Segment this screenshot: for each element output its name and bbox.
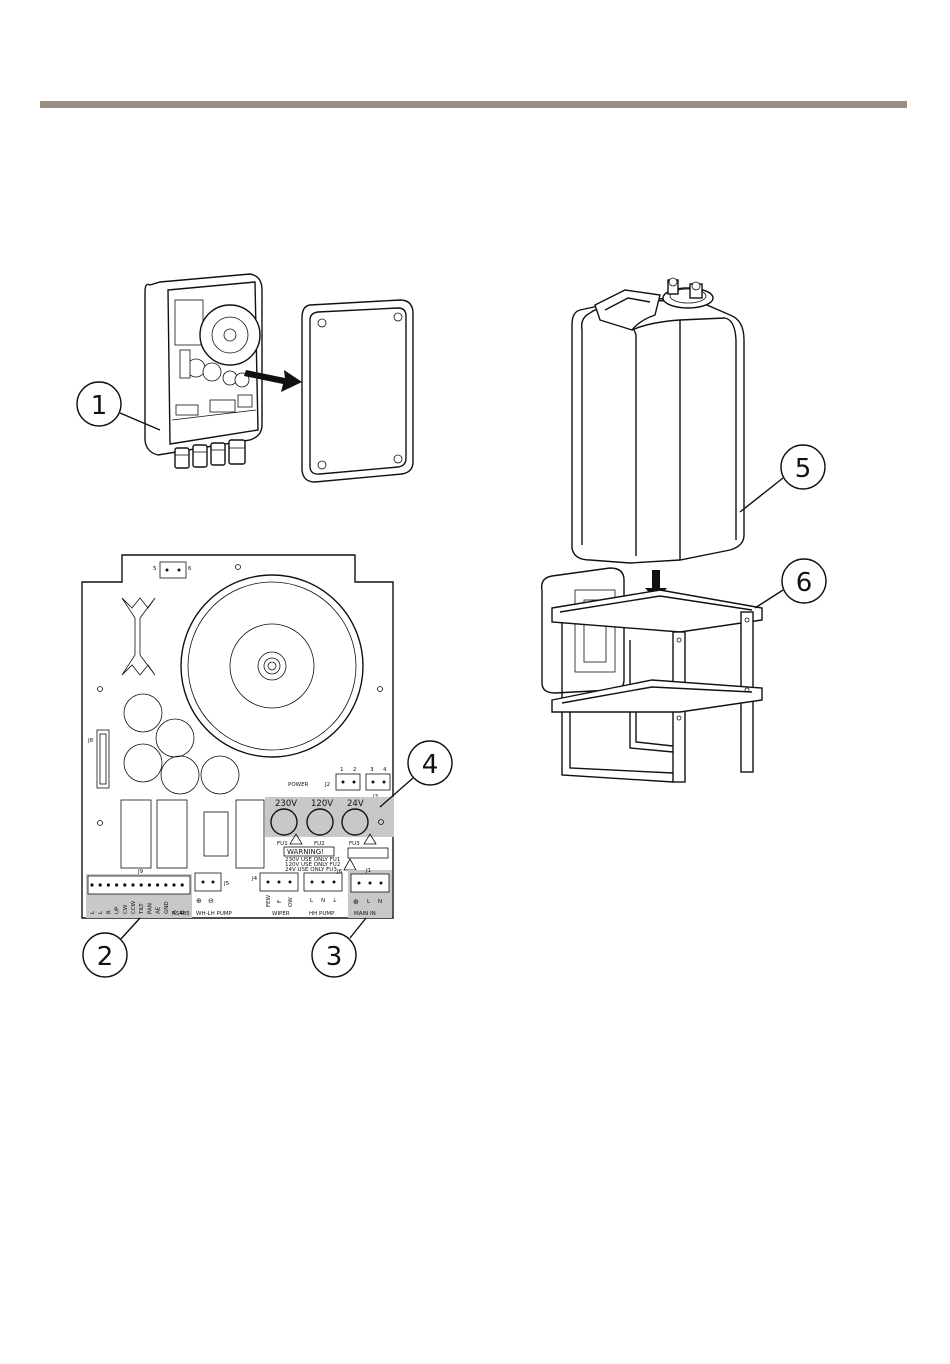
main-in-pin-label: ⊕	[353, 898, 359, 906]
callout-number-4: 4	[422, 750, 439, 780]
terminal-pin	[131, 883, 134, 886]
main-in-label: MAIN IN	[354, 911, 376, 917]
callout-number-3: 3	[326, 942, 343, 972]
callout-2: 2	[83, 918, 140, 977]
warning-title: WARNING!	[287, 848, 324, 856]
terminal-pin	[172, 883, 175, 886]
main-in-pin-label: N	[378, 899, 382, 905]
control-box-open	[145, 274, 302, 468]
pump-terminal-sign: ⊖	[208, 897, 214, 905]
wiper-pin-label: OW	[288, 897, 294, 907]
callout-number-1: 1	[91, 391, 108, 421]
fuse-voltage-24: 24V	[347, 799, 364, 809]
wh-lh-pump-label: WH-LH PUMP	[196, 911, 233, 917]
j-label: J1	[365, 868, 371, 874]
terminal-pin	[115, 883, 118, 886]
fuse-voltage-120: 120V	[311, 799, 333, 809]
terminal-pin	[148, 883, 151, 886]
terminal-label: PAN	[147, 903, 153, 914]
j-label: J4	[251, 876, 258, 882]
tank-frame	[542, 568, 762, 782]
fuse-label: FU2	[314, 841, 325, 847]
pin-number: 1	[340, 767, 344, 773]
washer-tank	[572, 278, 744, 600]
j-label: J8	[87, 738, 94, 744]
callout-5: 5	[740, 445, 825, 512]
wiper-label: WIPER	[272, 911, 290, 917]
callout-4: 4	[380, 741, 452, 807]
power-label: POWER	[288, 782, 309, 788]
pin-number: 4	[383, 767, 387, 773]
hh-pump-pin-label: L	[310, 898, 314, 904]
callout-3: 3	[312, 918, 366, 977]
pin-number: 2	[353, 767, 357, 773]
terminal-pin	[90, 883, 93, 886]
pump-terminal-sign: ⊕	[196, 897, 202, 905]
j-label: J6	[336, 869, 343, 875]
terminal-label: CW	[123, 904, 129, 914]
terminal-label: R	[106, 910, 112, 914]
terminal-pin	[156, 883, 159, 886]
control-box-lid	[302, 300, 413, 482]
j-label: J9	[137, 869, 144, 875]
terminal-pin	[99, 883, 102, 886]
hh-pump-pin-label: N	[321, 898, 325, 904]
callout-6: 6	[755, 559, 826, 608]
circuit-board: 5 6 J8 POWER J2 1 2	[82, 555, 394, 918]
hh-pump-pin-label: ⏚	[332, 897, 338, 904]
fuse-label: FU3	[349, 841, 360, 847]
j-label: J5	[223, 881, 230, 887]
wiper-pin-label: FEW	[266, 894, 272, 907]
terminal-pin	[140, 883, 143, 886]
terminal-extra-label: RS485	[172, 911, 190, 917]
fuse-voltage-230: 230V	[275, 799, 297, 809]
hh-pump-label: HH PUMP	[309, 911, 335, 917]
terminal-pin	[123, 883, 126, 886]
pin-number: 5	[153, 566, 157, 572]
terminal-label: TILT	[139, 903, 145, 915]
terminal-label: UP	[115, 906, 121, 914]
warning-line: 24V USE ONLY FU3	[285, 867, 337, 873]
callout-number-5: 5	[795, 454, 812, 484]
wiper-pin-label: F	[277, 900, 283, 903]
fuse-label: FU1	[277, 841, 288, 847]
header-rule	[40, 101, 907, 108]
terminal-label: AE	[156, 906, 162, 914]
callout-number-6: 6	[796, 568, 813, 598]
j-label: J2	[324, 782, 330, 788]
callout-number-2: 2	[97, 942, 114, 972]
terminal-pin	[107, 883, 110, 886]
pin-number: 3	[370, 767, 374, 773]
terminal-pin	[181, 883, 184, 886]
terminal-pin	[164, 883, 167, 886]
terminal-label: GND	[164, 901, 170, 914]
pin-number: 6	[188, 566, 192, 572]
terminal-label: CCW	[131, 900, 137, 914]
